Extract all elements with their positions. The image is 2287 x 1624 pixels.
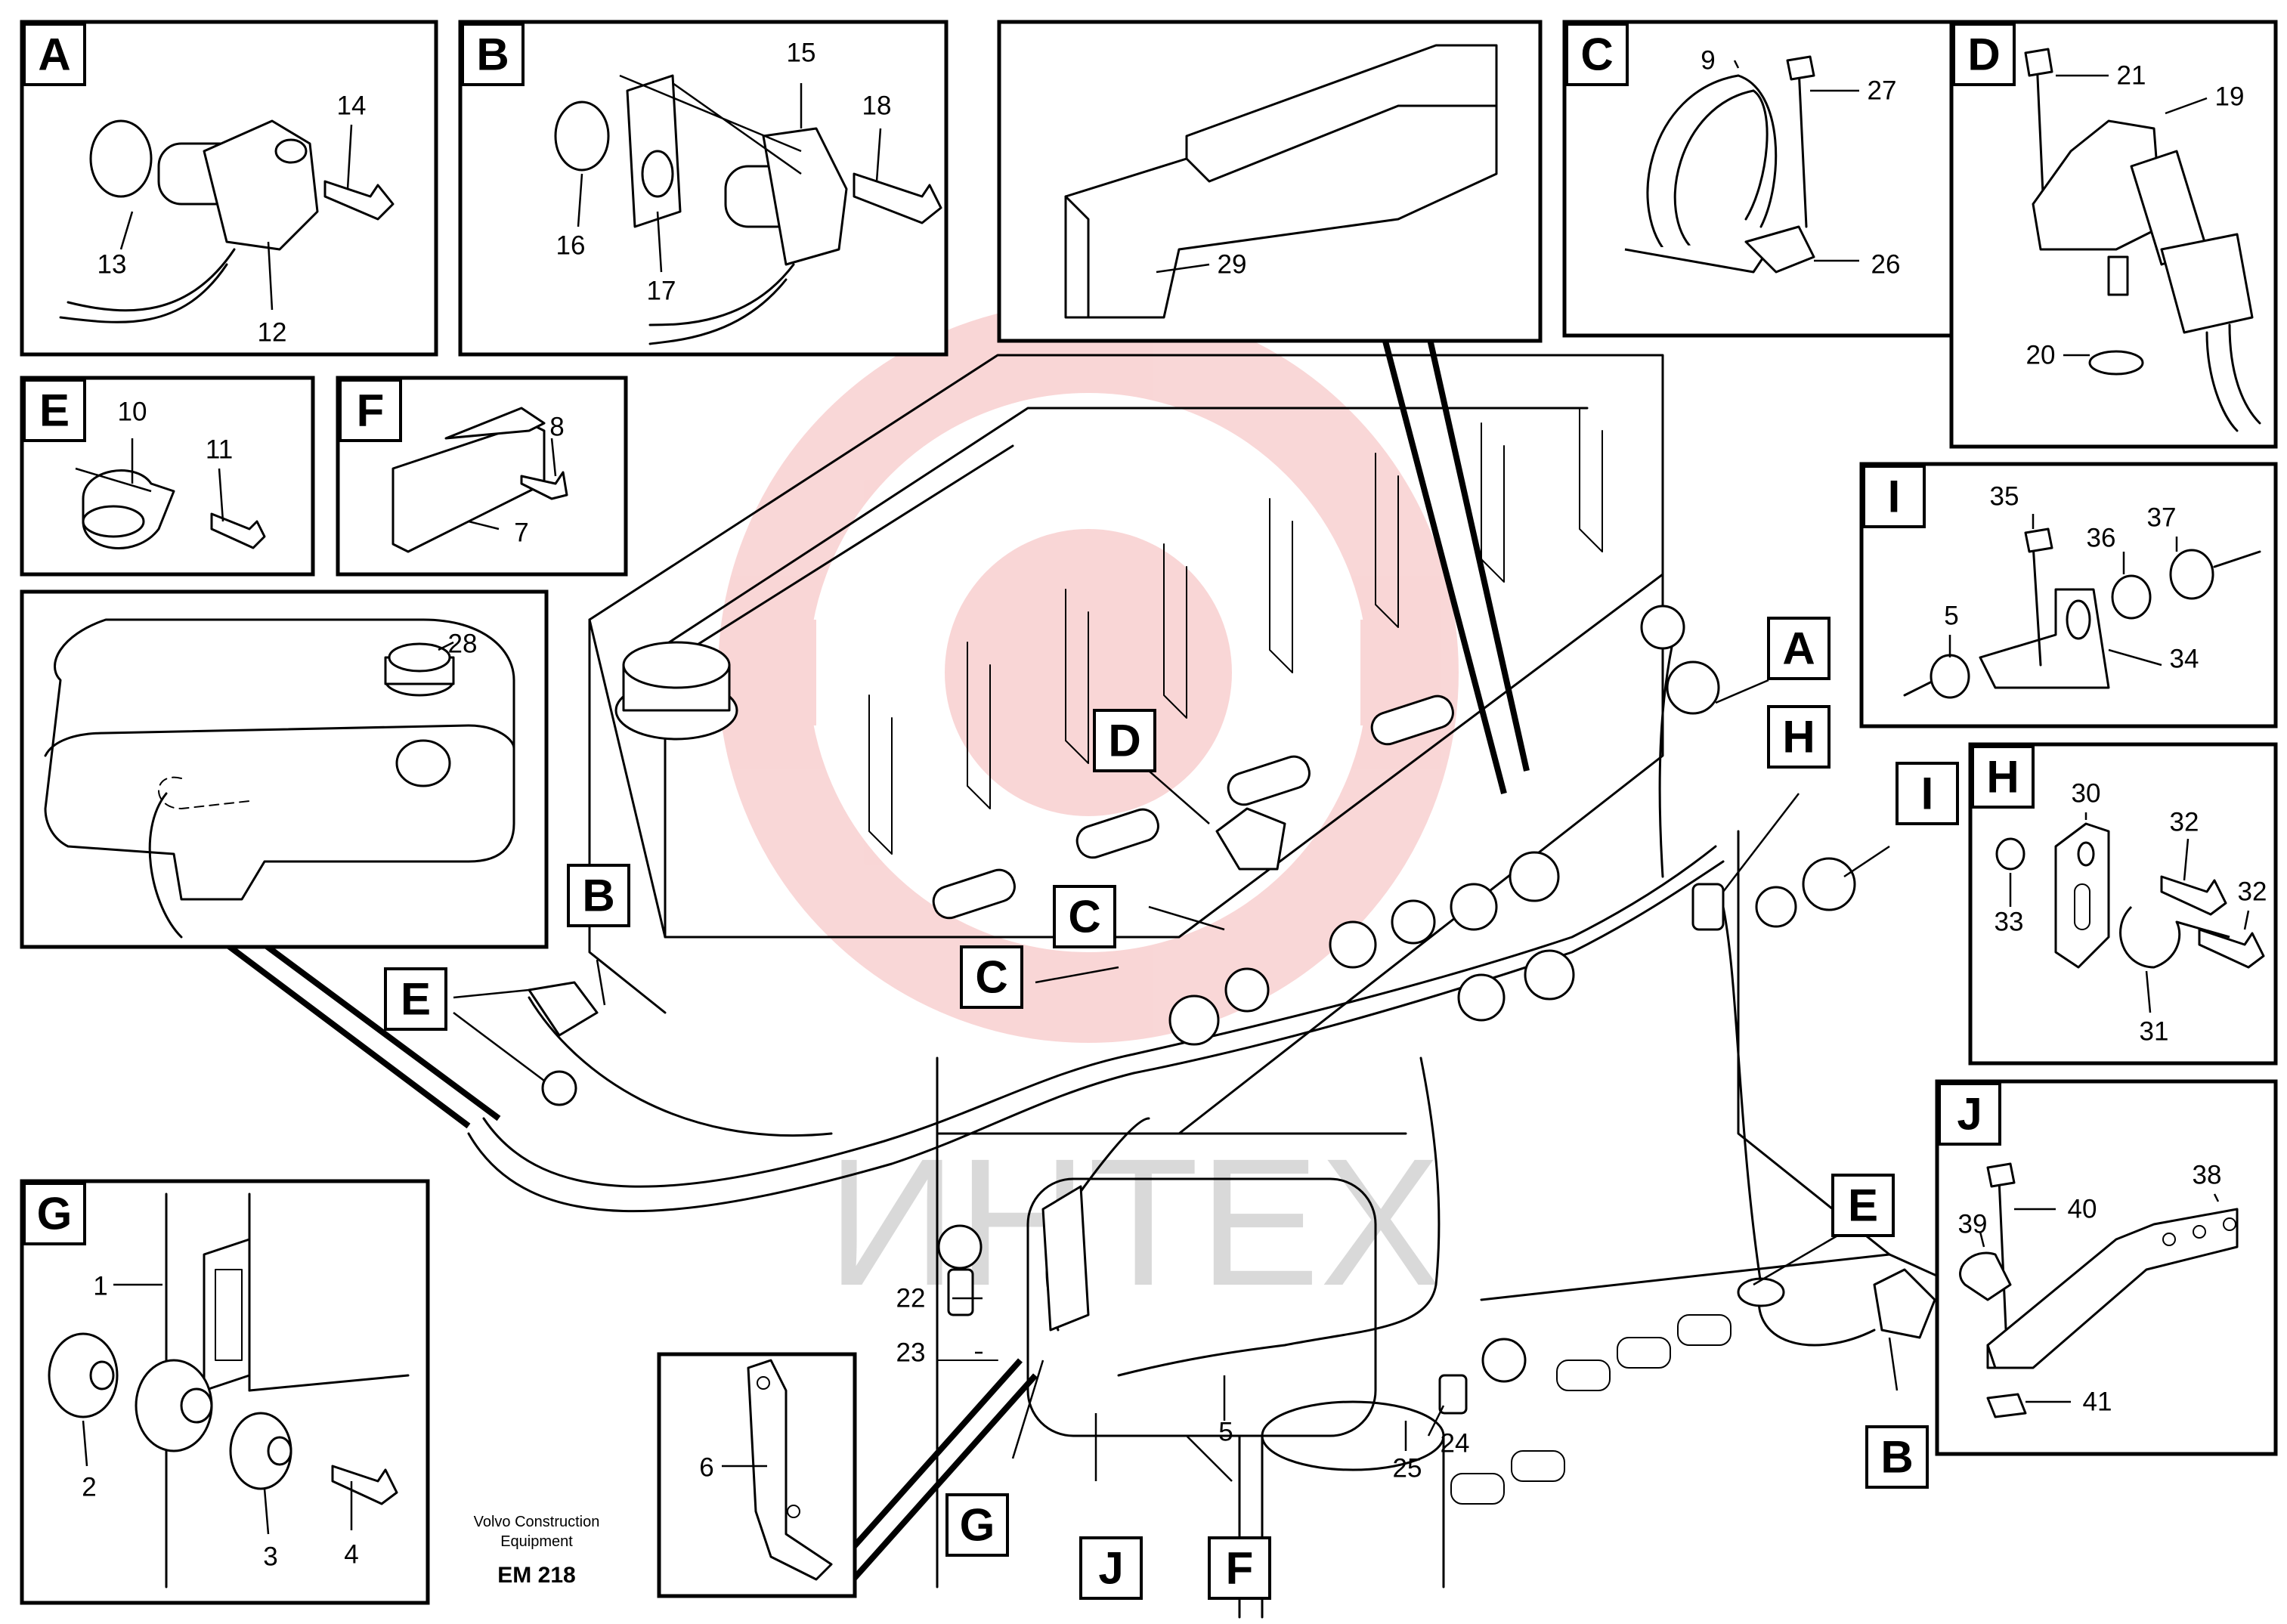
num-5-i: 5 (1944, 602, 1958, 631)
num-21: 21 (2117, 61, 2146, 91)
footer-line2: Equipment (500, 1533, 573, 1550)
main-callout-letters: A H I D C C B E E B G J F (384, 617, 1959, 1600)
num-16: 16 (556, 231, 586, 261)
num-13: 13 (97, 250, 127, 280)
inset-c-letter: C (1580, 29, 1613, 80)
num-8: 8 (549, 413, 564, 442)
inset-f-bracket: F 8 7 (336, 376, 628, 577)
num-40: 40 (2068, 1195, 2097, 1224)
callout-g: G (960, 1500, 995, 1551)
callout-c-upper: C (1068, 892, 1100, 942)
callout-b-right: B (1880, 1432, 1913, 1483)
callout-h: H (1782, 712, 1815, 763)
inset-bracket-6: 6 (657, 1352, 857, 1598)
watermark-text: ИНТЕХ (827, 1121, 1441, 1323)
num-24: 24 (1441, 1429, 1470, 1459)
num-38: 38 (2193, 1161, 2222, 1190)
num-27: 27 (1868, 76, 1897, 106)
main-part-numbers: 22 23 5 24 25 (896, 1284, 1470, 1483)
inset-connector-lines (224, 331, 1530, 1589)
num-23: 23 (896, 1338, 926, 1368)
callout-i: I (1921, 769, 1934, 819)
inset-j-bracket: J 40 39 38 41 (1935, 1079, 2278, 1456)
num-2: 2 (82, 1473, 96, 1502)
callout-d: D (1108, 716, 1140, 766)
inset-d-temp-sensor: D 21 19 20 (1949, 20, 2278, 449)
inset-h-bracket: H 30 32 32 33 31 (1968, 742, 2278, 1066)
num-19: 19 (2215, 82, 2245, 112)
footer-line1: Volvo Construction (474, 1514, 600, 1530)
inset-e-letter: E (39, 385, 70, 436)
inset-g-sensor: G 1 2 3 4 (20, 1179, 430, 1605)
num-39: 39 (1958, 1210, 1988, 1239)
callout-c-lower: C (975, 952, 1007, 1003)
num-5-main: 5 (1218, 1418, 1233, 1447)
num-32-a: 32 (2170, 808, 2199, 837)
num-29: 29 (1218, 250, 1247, 280)
inset-i-letter: I (1888, 472, 1901, 522)
num-22: 22 (896, 1284, 926, 1313)
num-14: 14 (337, 91, 367, 121)
inset-e-clip: E 10 11 (20, 376, 315, 577)
callout-f: F (1226, 1543, 1254, 1594)
inset-j-letter: J (1957, 1089, 1982, 1140)
inset-i-sensor: I 5 35 36 37 34 (1859, 462, 2278, 728)
callout-a: A (1782, 623, 1815, 674)
inset-a-speed-sensor: A 13 12 14 (20, 20, 438, 357)
num-3: 3 (263, 1542, 277, 1572)
inset-b-letter: B (476, 29, 509, 80)
inset-b-speed-sensor: B 15 18 16 17 (458, 20, 949, 357)
num-25: 25 (1393, 1454, 1422, 1483)
num-1: 1 (93, 1272, 107, 1301)
inset-c-cable-tie: C 9 27 26 (1562, 20, 1961, 338)
num-36: 36 (2087, 524, 2116, 553)
num-41: 41 (2083, 1387, 2112, 1417)
num-7: 7 (514, 518, 528, 548)
num-37: 37 (2147, 503, 2177, 533)
num-17: 17 (647, 277, 676, 306)
num-33: 33 (1995, 908, 2024, 937)
footer-credit: Volvo Construction Equipment EM 218 (474, 1514, 600, 1588)
inset-d-letter: D (1967, 29, 2000, 80)
num-12: 12 (258, 318, 287, 348)
inset-cover-29: 29 (997, 20, 1543, 343)
inset-f-letter: F (357, 385, 385, 436)
num-35: 35 (1990, 482, 2019, 512)
num-9: 9 (1701, 46, 1715, 76)
num-30: 30 (2072, 779, 2101, 809)
num-28: 28 (448, 629, 478, 659)
inset-g-letter: G (37, 1189, 73, 1239)
num-32-b: 32 (2238, 877, 2267, 907)
inset-expansion-tank: 28 (20, 589, 549, 949)
num-34: 34 (2170, 645, 2199, 674)
footer-code: EM 218 (497, 1563, 575, 1588)
callout-e-left: E (401, 974, 431, 1025)
main-leader-lines (453, 679, 1899, 1482)
num-4: 4 (344, 1540, 358, 1570)
num-31: 31 (2140, 1017, 2169, 1047)
num-10: 10 (118, 397, 147, 427)
callout-b-left: B (582, 871, 614, 921)
num-20: 20 (2026, 341, 2056, 370)
num-26: 26 (1871, 250, 1901, 280)
num-15: 15 (787, 39, 816, 68)
inset-h-letter: H (1986, 752, 2019, 803)
callout-j: J (1098, 1543, 1123, 1594)
num-6: 6 (699, 1453, 713, 1483)
callout-e-right: E (1848, 1180, 1878, 1231)
num-11: 11 (206, 435, 233, 465)
num-18: 18 (862, 91, 892, 121)
inset-a-letter: A (38, 29, 70, 80)
